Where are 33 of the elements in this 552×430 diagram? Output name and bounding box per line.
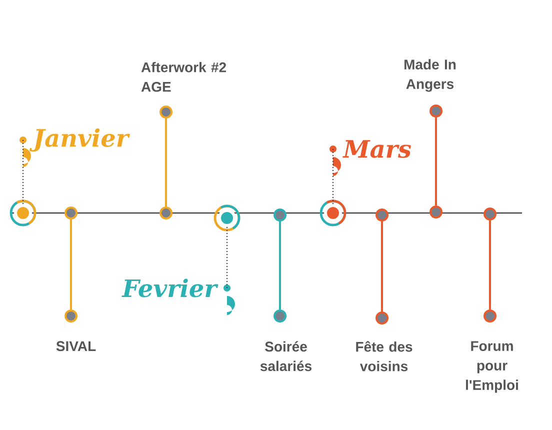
event-label: Forum pour l'Emploi bbox=[466, 341, 518, 393]
event-dot bbox=[430, 206, 442, 218]
event-label: Fête des voisins bbox=[356, 341, 412, 372]
event-label: SIVAL bbox=[56, 341, 96, 352]
stem-line bbox=[279, 222, 281, 310]
event-label: Made In Angers bbox=[404, 59, 456, 92]
event-dot bbox=[274, 208, 286, 222]
leader-line bbox=[226, 226, 228, 288]
event-dot bbox=[160, 106, 172, 118]
event-dot bbox=[430, 104, 442, 118]
stem-line bbox=[70, 220, 72, 310]
month-marker bbox=[10, 200, 36, 226]
leader-line bbox=[22, 140, 24, 204]
month-label: Janvier bbox=[29, 128, 130, 152]
event-label: Afterwork #2 AGE bbox=[141, 62, 226, 92]
event-dot bbox=[484, 310, 496, 322]
event-dot bbox=[484, 208, 496, 220]
event-dot bbox=[274, 310, 286, 322]
leader-line bbox=[332, 148, 334, 204]
month-marker bbox=[320, 200, 346, 226]
stem-line bbox=[165, 118, 167, 206]
event-dot bbox=[64, 206, 78, 220]
event-dot bbox=[376, 312, 388, 324]
event-dot bbox=[376, 208, 388, 222]
month-label: Fevrier bbox=[122, 278, 218, 298]
event-dot bbox=[64, 310, 78, 322]
month-marker bbox=[214, 204, 240, 232]
month-label: Mars bbox=[342, 140, 411, 158]
stem-line bbox=[381, 222, 383, 312]
event-label: Soirée salariés bbox=[260, 341, 312, 372]
stem-line bbox=[435, 118, 437, 206]
event-dot bbox=[160, 206, 172, 220]
stem-line bbox=[489, 220, 491, 310]
